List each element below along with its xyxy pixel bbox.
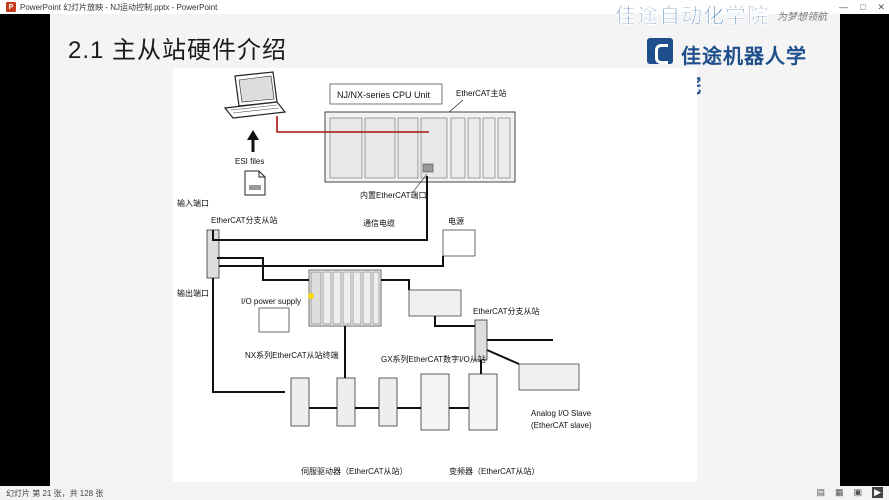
io-power-box — [258, 307, 290, 333]
servo-label: 伺服驱动器（EtherCAT从站） — [301, 466, 408, 476]
io-power-label: I/O power supply — [241, 297, 301, 306]
slide-sorter-icon[interactable]: ▦ — [835, 487, 844, 497]
analog-slave-label-1: Analog I/O Slave — [531, 409, 592, 418]
diagram-svg: ESI files NJ/NX-series CPU Unit EtherCAT… — [177, 71, 592, 476]
input-port-label: 输入端口 — [177, 198, 209, 208]
nx-slave-unit — [308, 269, 382, 327]
window-titlebar: P PowerPoint 幻灯片放映 - NJ运动控制.pptx - Power… — [0, 0, 889, 14]
analog-slave-label-2: (EtherCAT slave) — [531, 421, 592, 430]
watermark-slogan: 为梦想领航 — [777, 11, 827, 23]
watermark: 佳途自动化学院 为梦想领航 — [615, 0, 889, 30]
comm-cable-label: 通信电缆 — [363, 218, 395, 228]
power-label: 电源 — [448, 216, 464, 226]
output-port-label: 输出端口 — [177, 288, 209, 298]
power-supply-box — [442, 229, 476, 257]
slide-counter: 幻灯片 第 21 张，共 128 张 — [6, 488, 104, 498]
reading-view-icon[interactable]: ▣ — [853, 487, 863, 497]
close-button[interactable]: ✕ — [877, 1, 885, 12]
esi-file-icon — [244, 170, 266, 196]
minimize-button[interactable]: — — [839, 2, 849, 12]
inverter-label: 变频器（EtherCAT从站） — [449, 466, 540, 476]
slide[interactable]: 2.1 主从站硬件介绍 佳途机器人学院 ESI files — [50, 14, 840, 486]
branch-slave-2 — [474, 319, 488, 361]
branch-slave-label-1: EtherCAT分支从站 — [211, 215, 278, 225]
powerpoint-icon: P — [6, 2, 16, 12]
inverters — [420, 373, 498, 431]
branch-slave-label-2: EtherCAT分支从站 — [473, 306, 540, 316]
ethercat-cables — [212, 176, 553, 409]
view-buttons: ▤ ▦ ▣ ▶ — [817, 487, 883, 498]
builtin-port-label: 内置EtherCAT端口 — [360, 190, 427, 200]
letterbox-left — [0, 14, 50, 486]
cpu-unit-label: NJ/NX-series CPU Unit — [337, 90, 431, 100]
slide-title: 2.1 主从站硬件介绍 — [68, 37, 288, 64]
status-bar: 幻灯片 第 21 张，共 128 张 ▤ ▦ ▣ ▶ — [0, 486, 889, 500]
brand-name: 佳途机器人学院 — [681, 46, 807, 97]
maximize-button[interactable]: □ — [860, 2, 866, 12]
brand-logo-area: 佳途机器人学院 — [647, 32, 827, 97]
analog-slave-unit — [518, 363, 580, 391]
window-title: PowerPoint 幻灯片放映 - NJ运动控制.pptx - PowerPo… — [20, 2, 218, 12]
cpu-rack — [324, 111, 516, 183]
gx-slave-label: GX系列EtherCAT数字I/O从站 — [381, 354, 486, 364]
gx-slave-unit — [408, 289, 462, 317]
upload-arrow-icon — [247, 130, 259, 152]
letterbox-right — [840, 14, 889, 486]
watermark-brand: 佳途自动化学院 — [615, 5, 769, 28]
ethercat-master-label: EtherCAT主站 — [456, 88, 507, 98]
brand-logo-icon — [647, 38, 673, 64]
nx-slave-label: NX系列EtherCAT从站终端 — [245, 350, 339, 360]
window-controls: — □ ✕ — [839, 0, 885, 14]
slideshow-icon[interactable]: ▶ — [872, 487, 883, 498]
esi-files-label: ESI files — [235, 157, 264, 166]
servo-drives — [290, 377, 398, 427]
ethercat-topology-diagram: ESI files NJ/NX-series CPU Unit EtherCAT… — [173, 68, 697, 482]
laptop-icon — [223, 71, 287, 119]
normal-view-icon[interactable]: ▤ — [816, 487, 826, 497]
